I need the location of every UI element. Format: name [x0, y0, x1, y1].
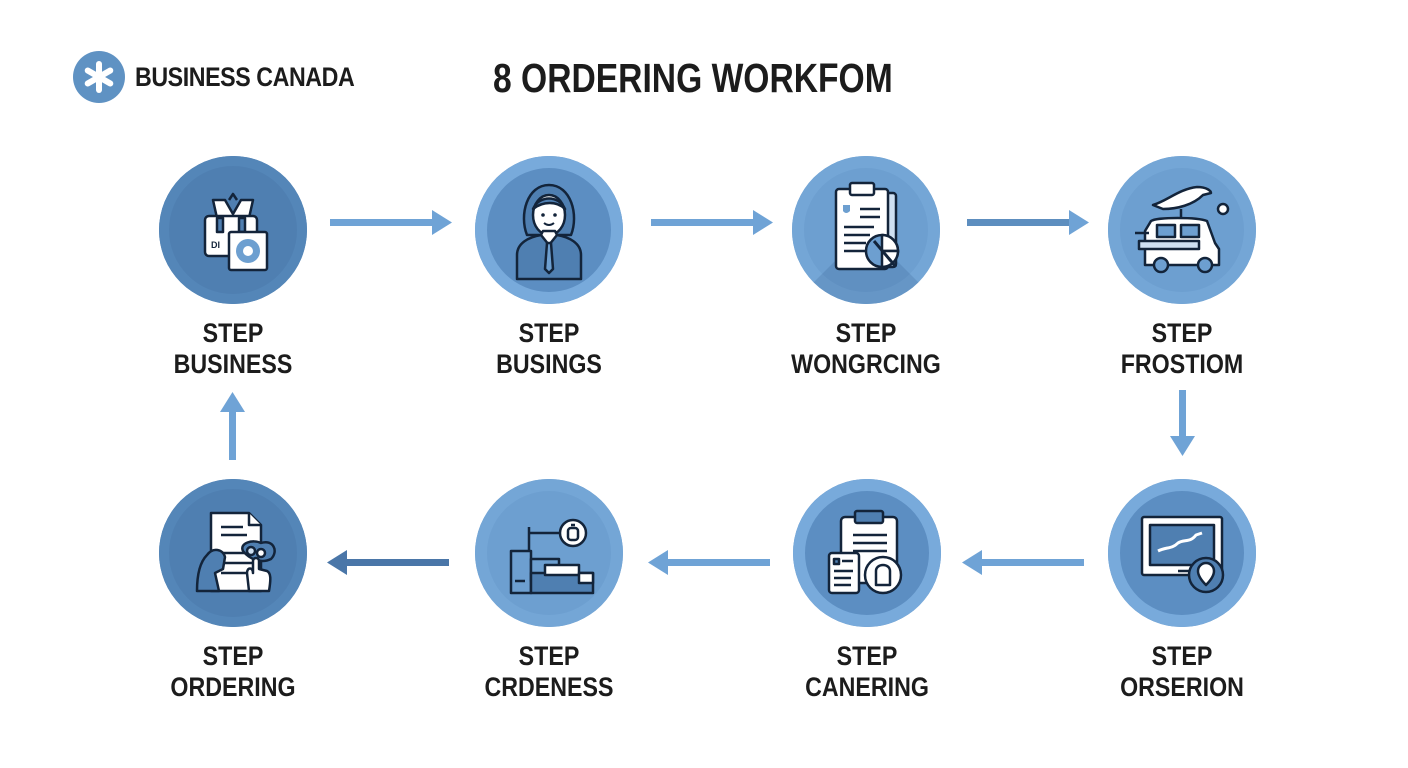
step-5-line2: ORSERION [1120, 672, 1244, 702]
step-8-line1: STEP [202, 641, 264, 671]
step-4-circle [1108, 156, 1256, 304]
step-4-line2: FROSTIOM [1120, 349, 1244, 379]
step-3-line1: STEP [835, 318, 897, 348]
step-8: STEP ORDERING [123, 479, 343, 703]
arrow-step2-to-step3 [651, 210, 773, 235]
arrow-step3-to-step4 [967, 210, 1089, 235]
step-7-circle [475, 479, 623, 627]
page-title: 8 ORDERING WORKFOM [493, 55, 893, 101]
factory-machine-icon [509, 518, 595, 595]
step-8-label: STEP ORDERING [138, 641, 327, 703]
step-1-line2: BUSINESS [173, 349, 293, 379]
step-5: STEP ORSERION [1072, 479, 1292, 703]
document-person-touch-icon [195, 511, 276, 593]
step-3: STEP WONGRCING [756, 156, 976, 380]
arrow-step6-to-step7 [648, 550, 770, 575]
brand-name: BUSINESS CANADA [135, 61, 355, 92]
step-7-line2: CRDENESS [484, 672, 614, 702]
step-5-circle [1108, 479, 1256, 627]
step-1-circle: DI [159, 156, 307, 304]
step-6-label: STEP CANERING [772, 641, 961, 703]
step-2-line2: BUSINGS [496, 349, 602, 379]
step-3-circle [792, 156, 940, 304]
clipboard-lock-icon [827, 509, 903, 595]
step-2-circle [475, 156, 623, 304]
step-1-line1: STEP [202, 318, 264, 348]
arrow-step1-to-step2 [330, 210, 452, 235]
step-2: STEP BUSINGS [439, 156, 659, 380]
monitor-location-pin-icon [1140, 515, 1225, 594]
brand: BUSINESS CANADA [73, 51, 390, 103]
step-4-label: STEP FROSTIOM [1087, 318, 1276, 380]
arrow-step5-to-step6 [962, 550, 1084, 575]
step-3-line2: WONGRCING [791, 349, 941, 379]
arrow-step7-to-step8 [327, 550, 449, 575]
step-8-line2: ORDERING [170, 672, 296, 702]
step-2-label: STEP BUSINGS [454, 318, 643, 380]
step-5-line1: STEP [1151, 641, 1213, 671]
businesswoman-icon [515, 183, 583, 281]
step-5-label: STEP ORSERION [1087, 641, 1276, 703]
step-1-label: STEP BUSINESS [138, 318, 327, 380]
step-6-circle [793, 479, 941, 627]
arrow-step4-to-step5 [1170, 390, 1195, 456]
step-7-label: STEP CRDENESS [454, 641, 643, 703]
package-box-icon: DI [203, 192, 269, 272]
step-2-line1: STEP [518, 318, 580, 348]
step-7-line1: STEP [518, 641, 580, 671]
step-6-line1: STEP [836, 641, 898, 671]
step-4-line1: STEP [1151, 318, 1213, 348]
step-8-circle [159, 479, 307, 627]
step-6-line2: CANERING [805, 672, 929, 702]
snowflake-asterisk-icon [73, 51, 125, 103]
clipboard-pie-chart-icon [834, 181, 900, 271]
step-6: STEP CANERING [757, 479, 977, 703]
svg-text:DI: DI [211, 240, 220, 250]
step-3-label: STEP WONGRCING [771, 318, 960, 380]
step-1: DI STEP BUSINESS [123, 156, 343, 380]
step-7: STEP CRDENESS [439, 479, 659, 703]
delivery-van-bird-icon [1135, 185, 1230, 274]
step-4: STEP FROSTIOM [1072, 156, 1292, 380]
arrow-step8-to-step1 [220, 392, 245, 460]
